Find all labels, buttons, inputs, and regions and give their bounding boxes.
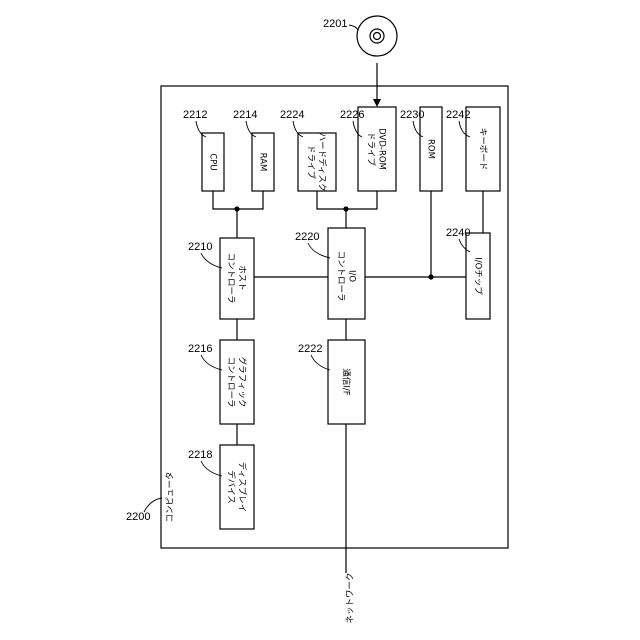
ref-2214: 2214	[233, 109, 257, 121]
junction-dot	[343, 206, 348, 211]
graphic-label-line1: グラフィック	[237, 357, 248, 408]
hdd-block: ハードディスク ドライブ	[298, 133, 336, 192]
ram-block: RAM	[252, 133, 274, 191]
host-controller-block: ホスト コントローラ	[220, 238, 254, 319]
rom-label: ROM	[426, 139, 436, 159]
io-chip-label: I/Oチップ	[473, 257, 483, 295]
ref-2201: 2201	[323, 18, 347, 30]
comm-label: 通信I/F	[341, 368, 352, 395]
keyboard-block: キーボード	[466, 107, 500, 191]
ref-2242: 2242	[446, 109, 470, 121]
ref-2226: 2226	[340, 109, 364, 121]
computer-label: コンピュータ	[166, 471, 176, 522]
ref-2240: 2240	[446, 227, 470, 239]
disc	[357, 16, 397, 56]
io-controller-block: I/O コントローラ	[328, 228, 365, 319]
io-label-line1: I/O	[347, 270, 357, 282]
ref-2230: 2230	[400, 109, 424, 121]
network-label: ネットワーク	[346, 572, 356, 623]
display-device-block: ディスプレイ デバイス	[220, 445, 254, 529]
ram-label: RAM	[258, 153, 268, 172]
hdd-label-line1: ハードディスク	[317, 133, 328, 192]
host-label-line2: コントローラ	[226, 252, 236, 303]
cpu-label: CPU	[208, 153, 218, 170]
comm-if-block: 通信I/F	[328, 340, 365, 424]
io-chip-block: I/Oチップ	[466, 233, 490, 319]
ref-2218: 2218	[188, 449, 212, 461]
io-label-line2: コントローラ	[336, 250, 346, 301]
junction-dot	[234, 206, 239, 211]
display-label-line2: デバイス	[226, 470, 237, 504]
dvd-label-line1: DVD-ROM	[377, 128, 387, 170]
ref-2200: 2200	[126, 511, 150, 523]
graphic-controller-block: グラフィック コントローラ	[220, 340, 254, 424]
dvd-label-line2: ドライブ	[366, 132, 377, 167]
graphic-label-line2: コントローラ	[226, 356, 236, 407]
ref-2216: 2216	[188, 343, 212, 355]
ref-2224: 2224	[280, 109, 304, 121]
ref-2212: 2212	[183, 109, 207, 121]
display-label-line1: ディスプレイ	[237, 462, 248, 512]
ref-2222: 2222	[298, 343, 322, 355]
ref-2210: 2210	[188, 241, 212, 253]
keyboard-label: キーボード	[478, 128, 488, 171]
host-label-line1: ホスト	[237, 265, 247, 291]
cpu-block: CPU	[202, 133, 224, 191]
junction-dot	[428, 274, 433, 279]
ref-2220: 2220	[295, 231, 319, 243]
hdd-label-line2: ドライブ	[306, 145, 317, 180]
